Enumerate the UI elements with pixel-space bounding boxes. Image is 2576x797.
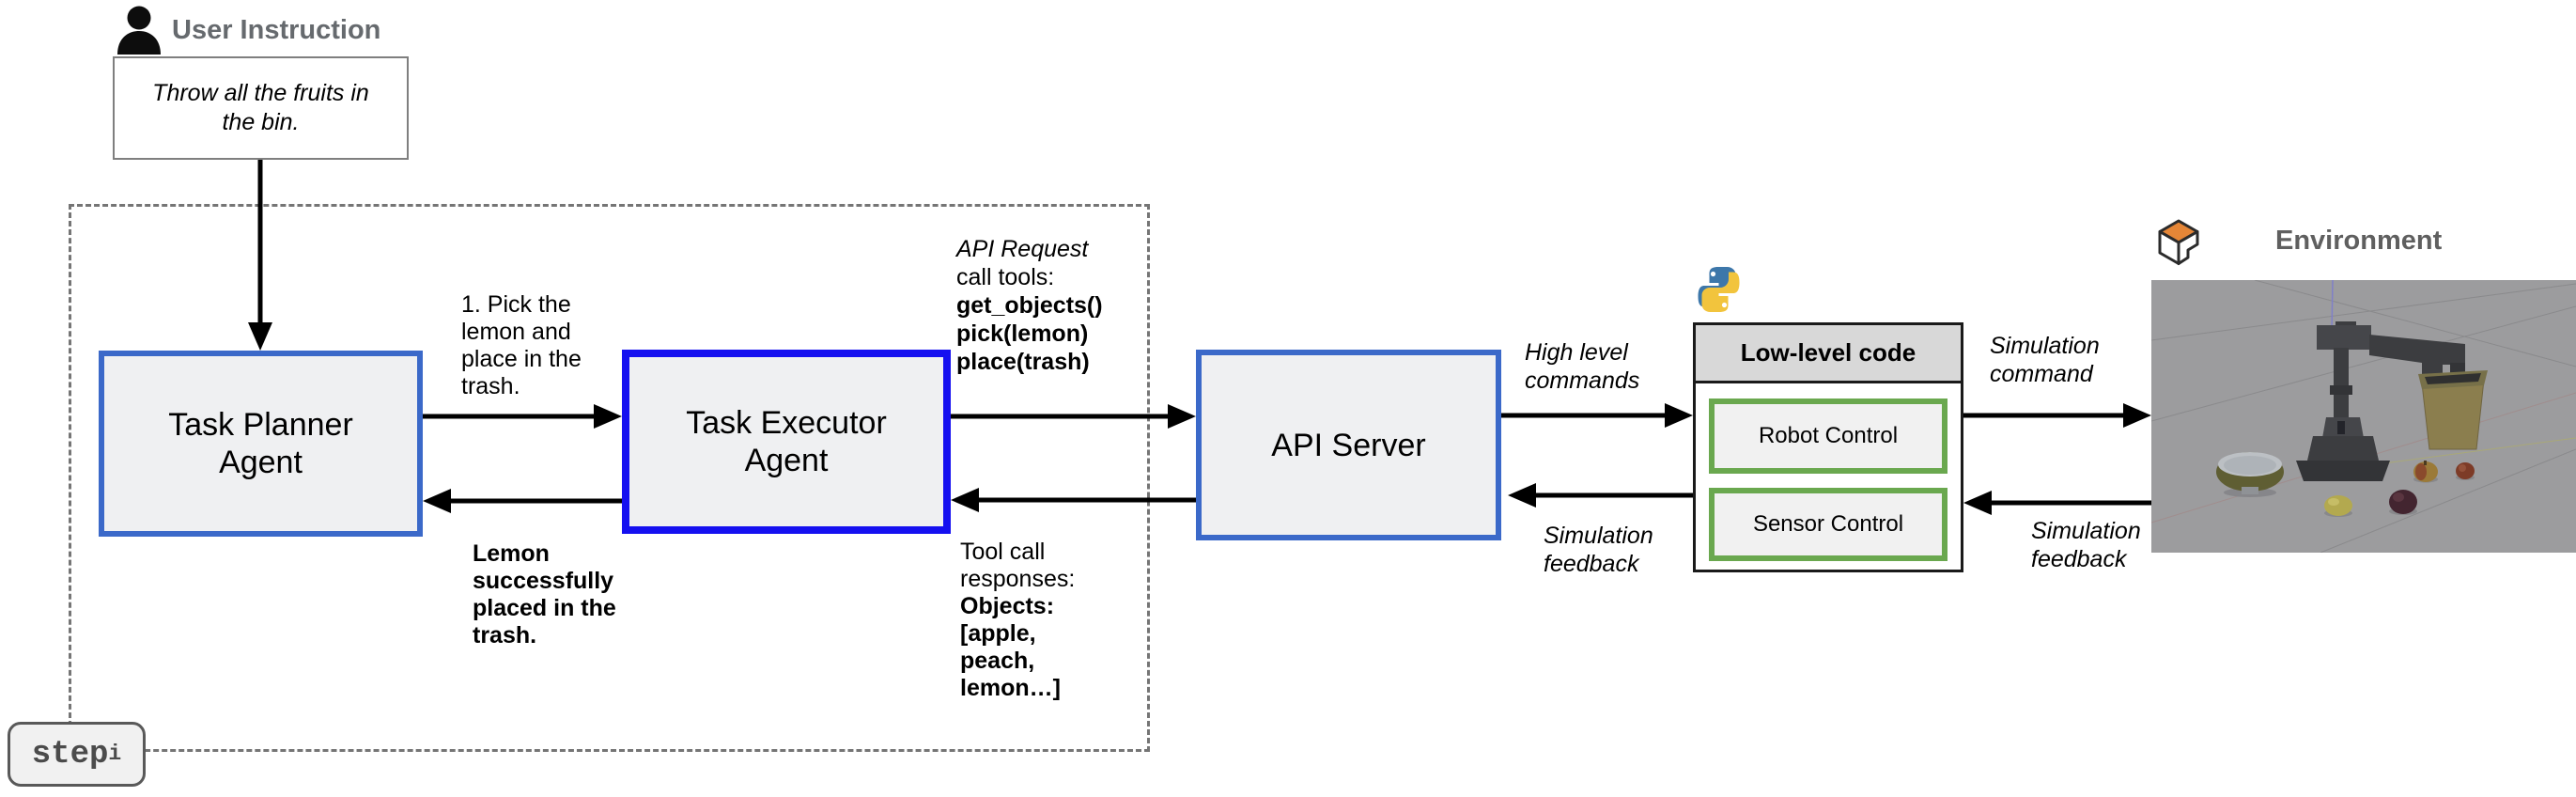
python-icon	[1697, 266, 1741, 313]
task-executor-agent-label: Task Executor Agent	[686, 405, 887, 478]
task-planner-agent-label: Task Planner Agent	[168, 407, 353, 480]
simulation-image	[2150, 279, 2576, 554]
trash-bin	[2418, 370, 2488, 450]
api-request-title: API Request	[956, 236, 1089, 262]
simulation-command-label: Simulation command	[1990, 333, 2100, 387]
task-executor-agent-box: Task Executor Agent	[622, 350, 951, 534]
api-server-box: API Server	[1196, 350, 1501, 540]
low-level-code-label: Low-level code	[1740, 338, 1916, 367]
fruits	[2324, 461, 2475, 517]
api-server-label: API Server	[1271, 427, 1426, 463]
api-request-calls: get_objects() pick(lemon) place(trash)	[956, 292, 1103, 375]
plan-step-annotation: 1. Pick the lemon and place in the trash…	[461, 291, 582, 399]
arrow-api-server-to-low-level	[1501, 403, 1693, 428]
user-instruction-box: Throw all the fruits in the bin.	[113, 56, 409, 160]
arrow-environment-to-low-level	[1963, 491, 2151, 515]
tool-responses-values: Objects: [apple, peach, lemon…]	[960, 593, 1061, 701]
tool-responses-subtitle: Tool call responses:	[960, 539, 1076, 592]
agents-dashed-frame	[69, 204, 1150, 752]
low-level-code-box: Low-level code Robot Control Sensor Cont…	[1693, 322, 1963, 572]
arrow-low-level-to-environment	[1963, 403, 2151, 428]
robot-arm	[2296, 321, 2465, 481]
sensor-control-box: Sensor Control	[1709, 488, 1948, 561]
step-badge-text: step	[31, 736, 109, 773]
robot-control-label: Robot Control	[1758, 423, 1899, 448]
sensor-control-label: Sensor Control	[1752, 511, 1904, 537]
low-level-code-header: Low-level code	[1696, 325, 1961, 383]
user-icon	[115, 4, 163, 56]
high-level-commands-label: High level commands	[1525, 339, 1640, 394]
simulation-feedback-left-label: Simulation feedback	[1544, 523, 1653, 577]
robot-control-box: Robot Control	[1709, 398, 1948, 474]
tool-responses-annotation: Tool call responses: Objects: [apple, pe…	[960, 539, 1075, 702]
user-instruction-text: Throw all the fruits in the bin.	[152, 80, 369, 135]
arrow-low-level-to-api-server	[1508, 483, 1693, 508]
task-planner-agent-box: Task Planner Agent	[99, 351, 423, 537]
bowl	[2216, 452, 2284, 497]
step-badge-subscript: i	[108, 742, 122, 766]
api-request-annotation: API Request call tools: get_objects() pi…	[956, 235, 1103, 376]
api-request-subtitle: call tools:	[956, 264, 1055, 290]
plan-result-annotation: Lemon successfully placed in the trash.	[473, 540, 616, 649]
simulation-feedback-right-label: Simulation feedback	[2031, 518, 2141, 572]
environment-header: Environment	[2275, 226, 2443, 256]
cube-icon	[2158, 219, 2199, 268]
user-instruction-header: User Instruction	[172, 15, 381, 45]
